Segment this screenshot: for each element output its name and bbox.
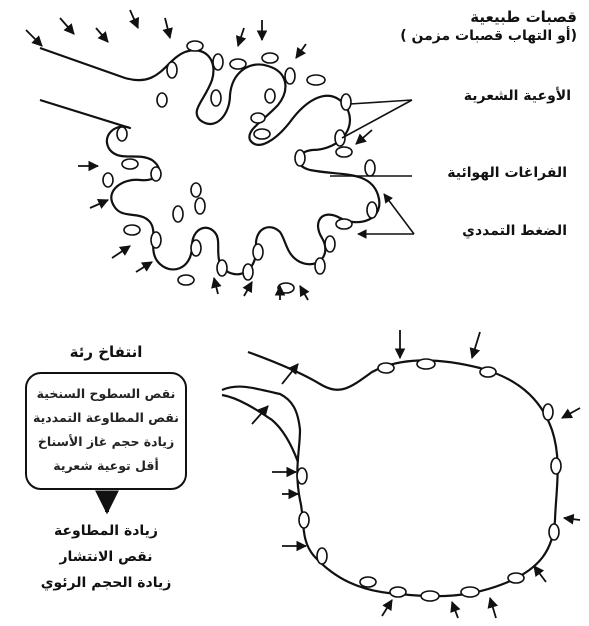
- emphysema-features-box: نقص السطوح السنخية نقص المطاوعة التمددية…: [25, 372, 187, 490]
- result-line: زيادة الحجم الرئوي: [30, 570, 182, 596]
- normal-title: قصبات طبيعية: [470, 8, 577, 26]
- capillaries-label: الأوعية الشعرية: [464, 88, 571, 104]
- normal-pressure-arrows: [26, 10, 372, 300]
- air-spaces-label: الفراغات الهوائية: [447, 165, 567, 181]
- emphysema-capillaries: [297, 359, 561, 601]
- feature-line: نقص السطوح السنخية: [31, 382, 181, 406]
- elastic-recoil-label: الضغط التمددي: [462, 223, 567, 239]
- feature-line: نقص المطاوعة التمددية: [31, 406, 181, 430]
- result-line: زيادة المطاوعة: [30, 518, 182, 544]
- elastic-recoil-leaders: [358, 194, 414, 234]
- emphysema-results: زيادة المطاوعة نقص الانتشار زيادة الحجم …: [30, 518, 182, 596]
- result-line: نقص الانتشار: [30, 544, 182, 570]
- emphysema-airspace-outline: [222, 352, 558, 596]
- emphysema-airspace-outline-inner: [222, 395, 298, 462]
- feature-line: زيادة حجم غاز الأسناخ: [31, 430, 181, 454]
- emphysema-title: انتفاخ رئة: [30, 343, 182, 361]
- feature-line: أقل توعية شعرية: [31, 454, 181, 478]
- normal-subtitle: (أو التهاب قصبات مزمن ): [400, 28, 577, 44]
